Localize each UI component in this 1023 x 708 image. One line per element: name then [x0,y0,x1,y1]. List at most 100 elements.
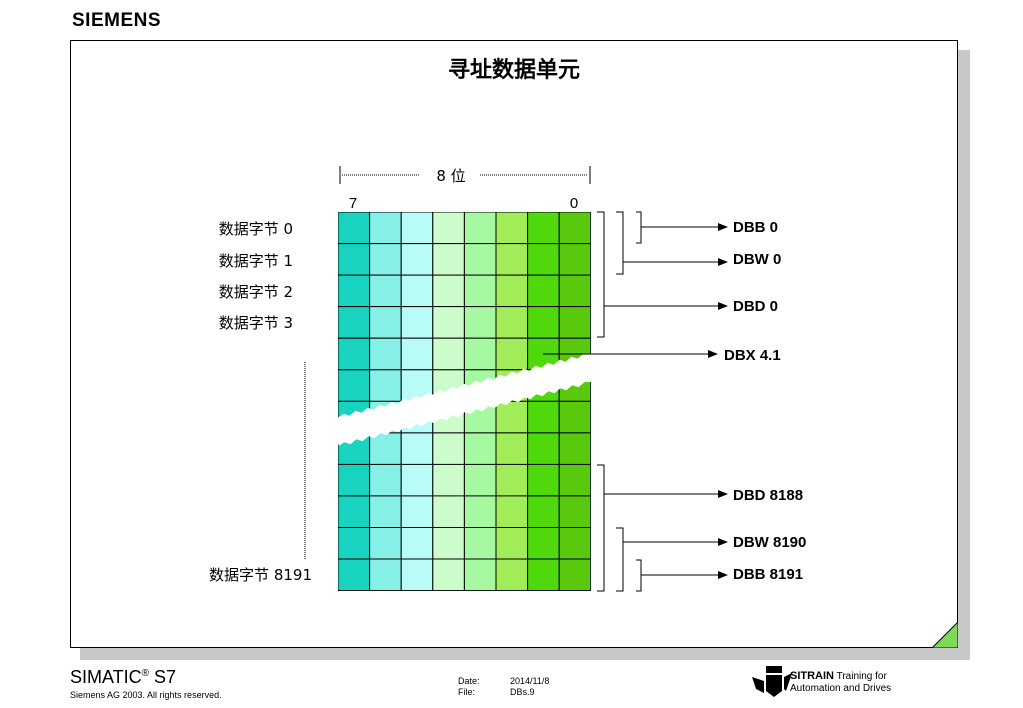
registered-mark: ® [141,668,150,679]
product-suffix: S7 [149,667,177,687]
bit-cell-r9-c2 [400,495,434,528]
bit-cell-r10-c3 [432,527,465,560]
bit-cell-r3-c6 [527,306,560,339]
bit-cell-r2-c6 [527,274,560,308]
bit-cell-r11-c3 [432,558,465,591]
bit-cell-r11-c0 [338,558,371,591]
address-brackets [543,211,718,592]
bit-cell-r9-c1 [369,495,402,528]
bit-cell-r4-c3 [432,337,465,371]
bit-cell-r11-c7 [558,558,591,591]
document-meta: Date:2014/11/8 File:DBs.9 [458,676,549,698]
bit-cell-r0-c5 [495,212,529,245]
product-name: SIMATIC® S7 [70,667,176,688]
arrow-dbw0-icon [718,258,728,266]
arrow-dbb0-icon [718,223,728,231]
address-dbd0: DBD 0 [733,298,778,315]
bit-cell-r9-c3 [432,495,465,528]
sitrain-logo-icon [752,666,792,697]
byte-label-1: 数据字节 1 [219,252,293,270]
arrow-dbw8190-icon [718,538,728,546]
bit-cell-r0-c1 [369,212,402,245]
bit-cell-r5-c2 [400,369,434,402]
bit-cell-r11-c5 [495,558,529,591]
bit-cell-r10-c2 [400,527,434,560]
bit-cell-r9-c7 [558,495,591,528]
bit-cell-r7-c5 [495,432,529,465]
bit-cell-r3-c1 [369,306,402,339]
bit-cell-r5-c3 [432,369,465,402]
bit-cell-r6-c7 [558,400,591,434]
bit-cell-r3-c4 [463,306,497,339]
bit-cell-r10-c6 [527,527,560,560]
bit-cell-r0-c4 [463,212,497,245]
bit-cell-r7-c7 [558,432,591,465]
bit-cell-r9-c4 [463,495,497,528]
arrow-dbd0-icon [718,302,728,310]
break-edge-upper [336,354,591,422]
bit-cell-r1-c0 [338,243,371,276]
bit-cell-r9-c5 [495,495,529,528]
bit-cell-r3-c7 [558,306,591,339]
product-name-text: SIMATIC [70,667,142,687]
siemens-logo: SIEMENS [72,10,162,31]
bit-cell-r8-c6 [527,463,560,497]
bit-cell-r0-c2 [400,212,434,245]
address-dbb0: DBB 0 [733,219,778,236]
bit-cell-r3-c5 [495,306,529,339]
bit-cell-r1-c2 [400,243,434,276]
bit-cell-r2-c4 [463,274,497,308]
bit-cell-r6-c6 [527,400,560,434]
bit-cell-r3-c2 [400,306,434,339]
file-value: DBs.9 [510,687,535,697]
bit-cell-r5-c1 [369,369,402,402]
address-dbw0: DBW 0 [733,251,781,268]
bit-cell-r0-c3 [432,212,465,245]
byte-label-2: 数据字节 2 [219,283,293,301]
bit-cell-r10-c7 [558,527,591,560]
bit-cell-r7-c3 [432,432,465,465]
bit-cell-r2-c1 [369,274,402,308]
bit-cell-r10-c5 [495,527,529,560]
bit-cell-r8-c1 [369,463,402,497]
bit-cell-r5-c0 [338,369,371,402]
address-dbw8190: DBW 8190 [733,534,806,551]
bit-cell-r4-c0 [338,337,371,371]
copyright: Siemens AG 2003. All rights reserved. [70,690,222,700]
bit-cell-r11-c6 [527,558,560,591]
bit-cell-r11-c2 [400,558,434,591]
bit-cell-r2-c5 [495,274,529,308]
bit-cell-r1-c1 [369,243,402,276]
bit-cell-r1-c7 [558,243,591,276]
bit-cell-r4-c1 [369,337,402,371]
bit-cell-r6-c5 [495,400,529,434]
sitrain-text: SITRAIN Training for Automation and Driv… [790,670,891,695]
bit-cell-r7-c2 [400,432,434,465]
address-dbb8191: DBB 8191 [733,566,803,583]
file-label: File: [458,687,476,697]
address-dbd8188: DBD 8188 [733,487,803,504]
bit-cell-r4-c2 [400,337,434,371]
bit-cell-r8-c3 [432,463,465,497]
bit-cell-r0-c6 [527,212,560,245]
byte-label-3: 数据字节 3 [219,314,293,332]
sitrain-tagline: Training for [834,671,887,682]
arrowheads [708,223,728,579]
bit-cell-r1-c5 [495,243,529,276]
page-corner-icon [932,622,958,648]
bit-cell-r1-c6 [527,243,560,276]
break-edge-lower [336,378,591,446]
bit-cell-r10-c0 [338,527,371,560]
bit-0-label: 0 [570,195,578,212]
bit-cell-r10-c1 [369,527,402,560]
bit-cell-r9-c0 [338,495,371,528]
arrow-dbx41-icon [708,350,718,358]
bit-cell-r2-c2 [400,274,434,308]
sitrain-brand: SITRAIN [790,670,834,682]
bit-cell-r2-c3 [432,274,465,308]
bit-cell-r2-c7 [558,274,591,308]
byte-label-8191: 数据字节 8191 [209,566,312,584]
bit-cell-r11-c1 [369,558,402,591]
date-label: Date: [458,676,480,686]
